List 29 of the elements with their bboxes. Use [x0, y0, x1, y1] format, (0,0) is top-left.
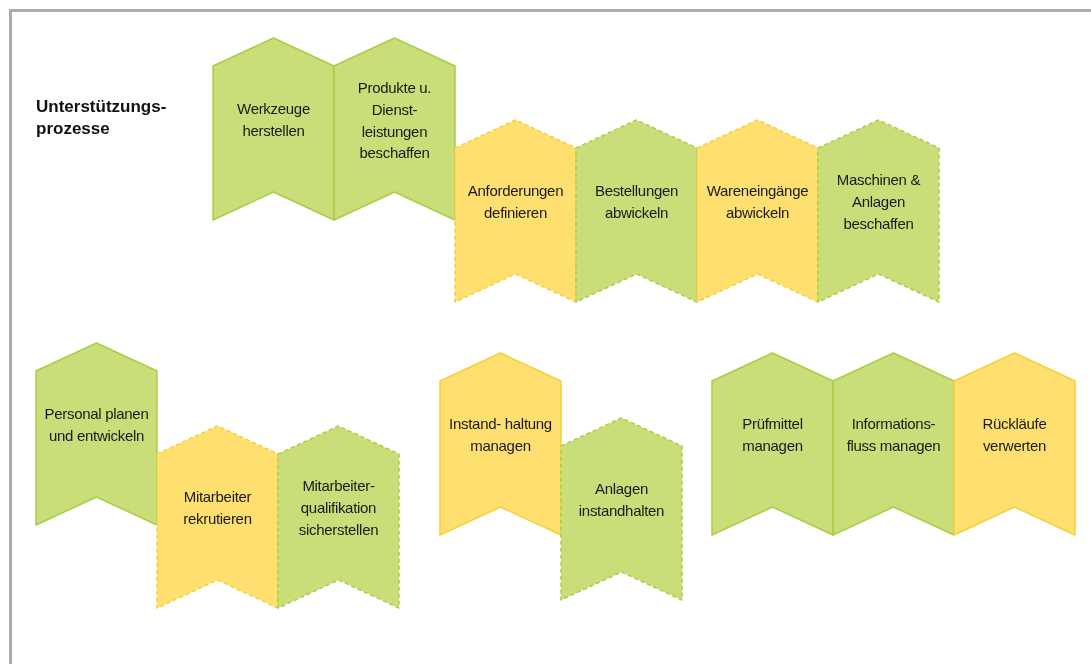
step-label: Mitarbeiter- qualifikation sicherstellen: [297, 476, 380, 540]
step-label: Anforderungen definieren: [466, 181, 565, 223]
chevron-step: [440, 353, 561, 535]
chevron-step: [334, 38, 455, 220]
chevron-step: [36, 343, 157, 525]
chevron-step: [833, 353, 954, 535]
chevron-step: [954, 353, 1075, 535]
step-label: Anlagen instandhalten: [577, 479, 666, 521]
step-label: Informations- fluss managen: [845, 414, 942, 456]
chevron-step: [697, 120, 818, 302]
chevron-step: [818, 120, 939, 302]
chevron-step: [455, 120, 576, 302]
section-title: Unterstützungs- prozesse: [36, 96, 168, 141]
chevron-step: [278, 426, 399, 608]
step-label: Prüfmittel managen: [741, 414, 804, 456]
step-label: Rückläufe verwerten: [981, 414, 1048, 456]
step-label: Werkzeuge herstellen: [236, 99, 311, 141]
step-label: Produkte u. Dienst- leistungen beschaffen: [356, 77, 433, 163]
step-label: Instand- haltung managen: [448, 414, 553, 456]
chevron-step: [157, 426, 278, 608]
step-label: Wareneingänge abwickeln: [705, 181, 810, 223]
step-label: Personal planen und entwickeln: [43, 404, 150, 446]
step-label: Mitarbeiter rekrutieren: [182, 487, 253, 529]
step-label: Maschinen & Anlagen beschaffen: [835, 170, 922, 234]
chevron-step: [561, 418, 682, 600]
chevron-step: [712, 353, 833, 535]
chevron-step: [576, 120, 697, 302]
step-label: Bestellungen abwickeln: [593, 181, 680, 223]
chevron-step: [213, 38, 334, 220]
